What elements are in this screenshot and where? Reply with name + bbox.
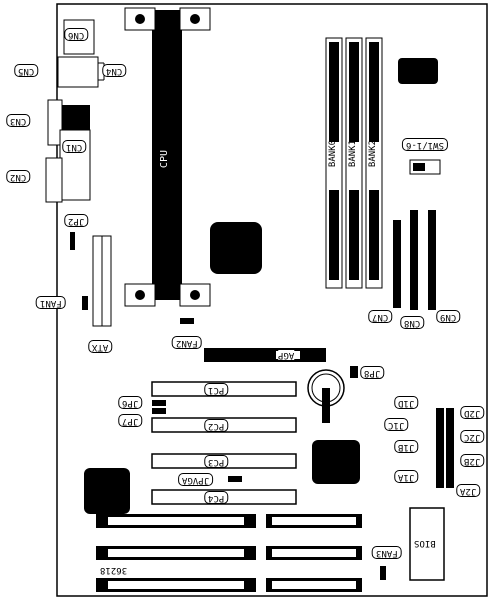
j2-block <box>446 408 454 488</box>
chipset-south <box>312 440 360 484</box>
bios-label: BIOS <box>414 538 436 548</box>
cn8-label: CN8 <box>400 316 425 329</box>
cn3-label: CN3 <box>6 114 31 127</box>
jpvga-jumper <box>228 476 242 482</box>
cn6-label: CN6 <box>64 28 89 41</box>
cn1-label: CN1 <box>62 140 87 153</box>
jp6-jumper <box>152 400 166 406</box>
bios-chip <box>409 507 445 581</box>
cn9-connector <box>428 210 436 310</box>
cpu-label: CPU <box>159 150 170 169</box>
bank0-label: BANK0 <box>328 140 338 168</box>
j1c-label: J1C <box>384 418 409 431</box>
cn7-label: CN7 <box>368 310 393 323</box>
j2c-label: J2C <box>460 430 485 443</box>
cn4-label: CN4 <box>102 64 127 77</box>
j1a-label: J1A <box>394 470 419 483</box>
jp7-jumper <box>152 408 166 414</box>
jp7-label: JP7 <box>118 414 143 427</box>
j1-block <box>436 408 444 488</box>
cn2-connector <box>45 157 63 203</box>
pc1-label: PC1 <box>204 383 229 396</box>
jp8-jumper <box>350 366 358 378</box>
jp8-label: JP8 <box>360 366 385 379</box>
atx-label: ATX <box>88 340 113 353</box>
j1d-label: J1D <box>394 396 419 409</box>
bank1-label: BANK1 <box>348 140 358 168</box>
pc3-label: PC3 <box>204 455 229 468</box>
chip-top-right <box>398 58 438 84</box>
fan3-header <box>380 566 386 580</box>
cn9-label: CN9 <box>436 310 461 323</box>
j2d-label: J2D <box>460 406 485 419</box>
io-chip <box>84 468 130 514</box>
fan2-header <box>180 318 194 324</box>
jpvga-label: JPVGA <box>178 473 214 486</box>
pc4-label: PC4 <box>204 491 229 504</box>
fan3-label: FAN3 <box>372 546 402 559</box>
j2b-label: J2B <box>460 454 485 467</box>
jp2-jumper <box>70 232 75 250</box>
pc2-label: PC2 <box>204 419 229 432</box>
sw1-label: SW1/1-6 <box>402 138 448 151</box>
cn5-label: CN5 <box>14 64 39 77</box>
cn7-connector <box>393 220 401 308</box>
jp6-label: JP6 <box>118 396 143 409</box>
fan1-label: FAN1 <box>36 296 66 309</box>
bank2-label: BANK2 <box>368 140 378 168</box>
j1b-label: J1B <box>394 440 419 453</box>
fan1-header <box>82 296 88 310</box>
agp-label: AGP <box>278 350 295 360</box>
agp-slot <box>204 348 326 362</box>
jp2-label: JP2 <box>64 214 89 227</box>
cn4-connector <box>57 56 99 88</box>
fan2-label: FAN2 <box>172 336 202 349</box>
chipset-north <box>210 222 262 274</box>
cn2-label: CN2 <box>6 170 31 183</box>
j2a-label: J2A <box>456 484 481 497</box>
board-id-label: 36218 <box>100 565 128 575</box>
cn8-connector <box>410 210 418 310</box>
